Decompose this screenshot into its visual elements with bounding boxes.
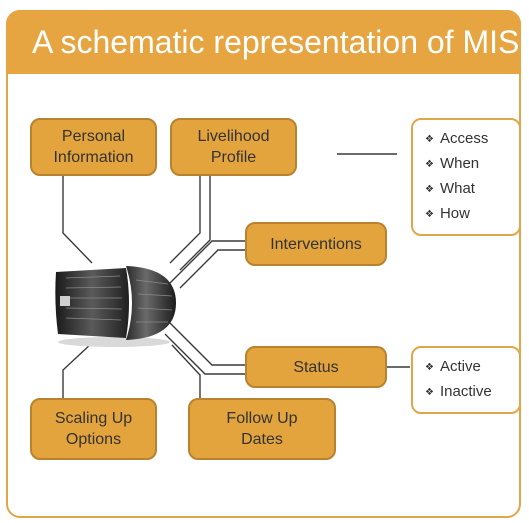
server-icon [55, 266, 176, 347]
livelihood-details-list: ❖Access ❖When ❖What ❖How [411, 118, 521, 236]
diamond-bullet-icon: ❖ [425, 134, 434, 145]
node-status: Status [245, 346, 387, 388]
diamond-bullet-icon: ❖ [425, 387, 434, 398]
diamond-bullet-icon: ❖ [425, 209, 434, 220]
list-item: ❖How [425, 205, 470, 222]
node-interventions: Interventions [245, 222, 387, 266]
node-livelihood-profile: Livelihood Profile [170, 118, 297, 176]
diamond-bullet-icon: ❖ [425, 184, 434, 195]
list-item: ❖What [425, 180, 475, 197]
node-follow-up-dates: Follow Up Dates [188, 398, 336, 460]
status-values-list: ❖Active ❖Inactive [411, 346, 521, 414]
diamond-bullet-icon: ❖ [425, 159, 434, 170]
diagram-title: A schematic representation of MIS [6, 10, 521, 74]
node-personal-information: Personal Information [30, 118, 157, 176]
diamond-bullet-icon: ❖ [425, 362, 434, 373]
node-scaling-up-options: Scaling Up Options [30, 398, 157, 460]
list-item: ❖Inactive [425, 383, 492, 400]
list-item: ❖Access [425, 130, 489, 147]
list-item: ❖Active [425, 358, 481, 375]
list-item: ❖When [425, 155, 480, 172]
